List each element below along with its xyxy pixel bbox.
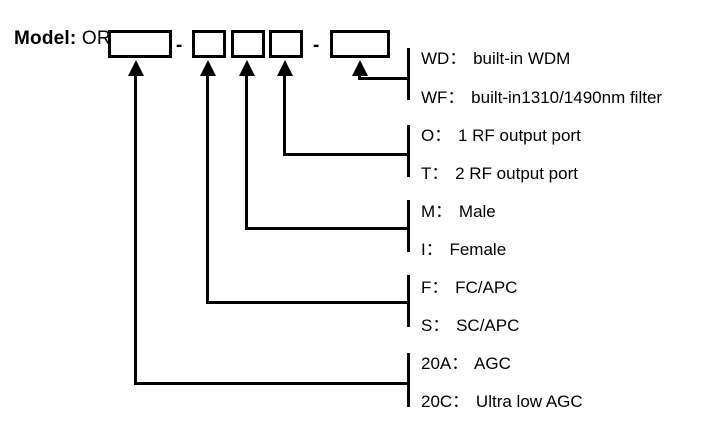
arrow-head-rf-output: [277, 60, 293, 76]
option-code-o: O：: [421, 126, 452, 145]
option-code-f: F：: [421, 278, 449, 297]
option-desc-s: SC/APC: [456, 316, 520, 335]
leader-horizontal-wdm: [358, 77, 410, 80]
option-desc-20c: Ultra low AGC: [475, 392, 583, 411]
box-connector-code[interactable]: [192, 30, 226, 58]
option-row-wd: WD： built-in WDM: [421, 50, 570, 67]
option-code-20c: 20C：: [421, 392, 470, 411]
model-word: Model:: [14, 28, 77, 49]
option-row-o: O： 1 RF output port: [421, 127, 581, 144]
separator-hyphen-1: -: [176, 35, 183, 56]
option-desc-t: 2 RF output port: [455, 164, 578, 183]
option-code-t: T：: [421, 164, 449, 183]
option-row-f: F： FC/APC: [421, 279, 517, 296]
leader-horizontal-gender: [245, 227, 410, 230]
spine-gender-group: [407, 200, 410, 252]
box-wdm-code[interactable]: [330, 30, 390, 58]
option-code-s: S：: [421, 316, 450, 335]
arrow-head-gain: [128, 60, 144, 76]
option-code-i: I：: [421, 240, 443, 259]
option-row-t: T： 2 RF output port: [421, 165, 578, 182]
leader-vertical-rf-output: [283, 74, 286, 156]
option-desc-20a: AGC: [474, 354, 511, 373]
option-desc-f: FC/APC: [455, 278, 518, 297]
option-desc-m: Male: [458, 202, 496, 221]
leader-vertical-gender: [245, 74, 248, 230]
option-row-m: M： Male: [421, 203, 496, 220]
box-gender-code[interactable]: [231, 30, 265, 58]
option-code-20a: 20A：: [421, 354, 469, 373]
option-desc-i: Female: [449, 240, 507, 259]
arrow-head-wdm: [352, 60, 368, 76]
box-rf-output-code[interactable]: [269, 30, 303, 58]
leader-horizontal-rf-output: [283, 153, 410, 156]
box-gain-code[interactable]: [108, 30, 172, 58]
option-row-20a: 20A： AGC: [421, 355, 511, 372]
option-code-wd: WD：: [421, 49, 467, 68]
spine-connector-group: [407, 275, 410, 327]
spine-gain-group: [407, 353, 410, 407]
option-desc-wd: built-in WDM: [473, 49, 571, 68]
spine-wdm-group: [407, 48, 410, 100]
arrow-head-gender: [239, 60, 255, 76]
option-desc-wf: built-in1310/1490nm filter: [471, 88, 663, 107]
spine-rf-output-group: [407, 125, 410, 177]
option-desc-o: 1 RF output port: [457, 126, 581, 145]
or-series-word: OR: [81, 28, 111, 49]
option-row-20c: 20C： Ultra low AGC: [421, 393, 583, 410]
leader-vertical-gain: [134, 74, 137, 385]
option-row-wf: WF： built-in1310/1490nm filter: [421, 89, 662, 106]
separator-hyphen-2: -: [313, 35, 320, 56]
model-prefix-label: Model: OR: [14, 28, 111, 50]
option-code-wf: WF：: [421, 88, 465, 107]
leader-horizontal-connector: [206, 301, 410, 304]
option-row-i: I： Female: [421, 241, 506, 258]
option-row-s: S： SC/APC: [421, 317, 519, 334]
leader-horizontal-gain: [134, 382, 410, 385]
arrow-head-connector: [200, 60, 216, 76]
leader-vertical-connector: [206, 74, 209, 304]
option-code-m: M：: [421, 202, 453, 221]
